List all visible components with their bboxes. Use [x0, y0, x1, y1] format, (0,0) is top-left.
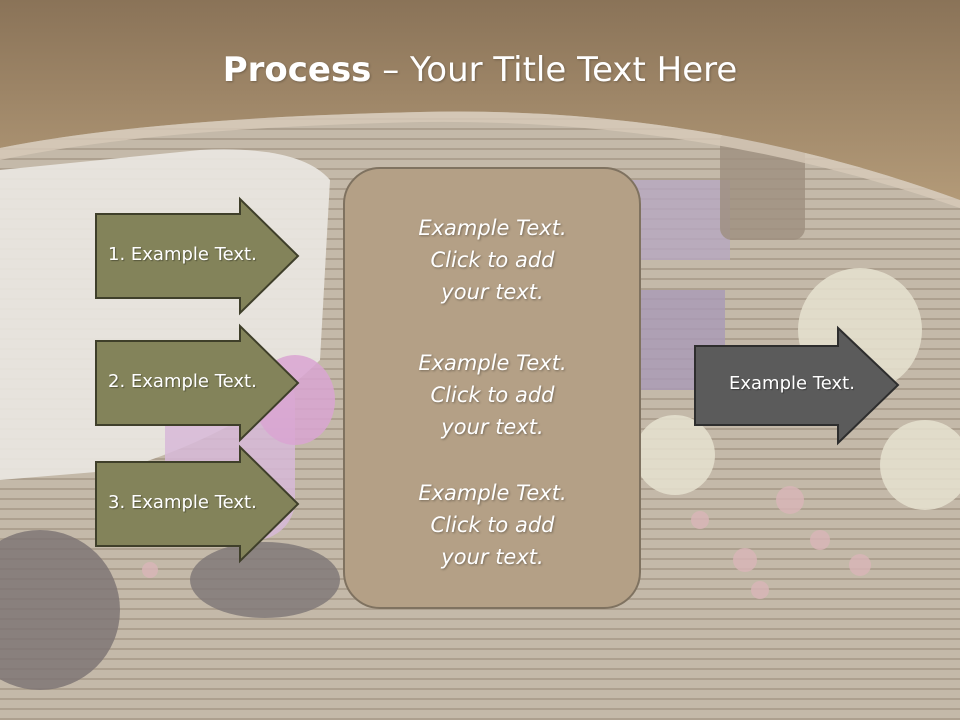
- header-wave: [0, 111, 960, 208]
- center-text-line: your text.: [441, 545, 544, 569]
- center-text-block-3[interactable]: Example Text. Click to add your text.: [345, 477, 640, 573]
- left-arrow-label-1[interactable]: 1. Example Text.: [108, 244, 257, 265]
- stone-shape: [190, 542, 340, 618]
- salt-shape: [849, 554, 871, 576]
- center-text-line: Click to add: [430, 513, 555, 537]
- title-rest: – Your Title Text Here: [371, 50, 738, 90]
- arrow-shape-2: [95, 323, 300, 443]
- arrow-shape-3: [95, 444, 300, 564]
- center-text-line: Example Text.: [418, 481, 567, 505]
- center-box-shape: [343, 167, 641, 609]
- salt-shape: [733, 548, 757, 572]
- salt-shape: [810, 530, 830, 550]
- center-text-line: Click to add: [430, 248, 555, 272]
- header-band: [0, 0, 960, 200]
- center-text-block-2[interactable]: Example Text. Click to add your text.: [345, 347, 640, 443]
- stone-shape: [0, 530, 120, 690]
- slide-title[interactable]: Process – Your Title Text Here: [0, 50, 960, 90]
- center-text-line: Example Text.: [418, 351, 567, 375]
- center-text-line: Click to add: [430, 383, 555, 407]
- salt-shape: [751, 581, 769, 599]
- center-text-line: Example Text.: [418, 216, 567, 240]
- center-text-line: your text.: [441, 280, 544, 304]
- center-text-block-1[interactable]: Example Text. Click to add your text.: [345, 212, 640, 308]
- left-arrow-label-3[interactable]: 3. Example Text.: [108, 492, 257, 513]
- right-arrow-shape: [694, 325, 900, 446]
- arrow-shape-1: [95, 196, 300, 316]
- salt-shape: [691, 511, 709, 529]
- center-text-line: your text.: [441, 415, 544, 439]
- right-arrow-label[interactable]: Example Text.: [729, 373, 855, 394]
- left-arrow-label-2[interactable]: 2. Example Text.: [108, 371, 257, 392]
- salt-shape: [776, 486, 804, 514]
- salt-shape: [142, 562, 158, 578]
- rattan-ball-shape: [880, 420, 960, 510]
- rattan-ball-shape: [635, 415, 715, 495]
- title-bold: Process: [222, 50, 372, 90]
